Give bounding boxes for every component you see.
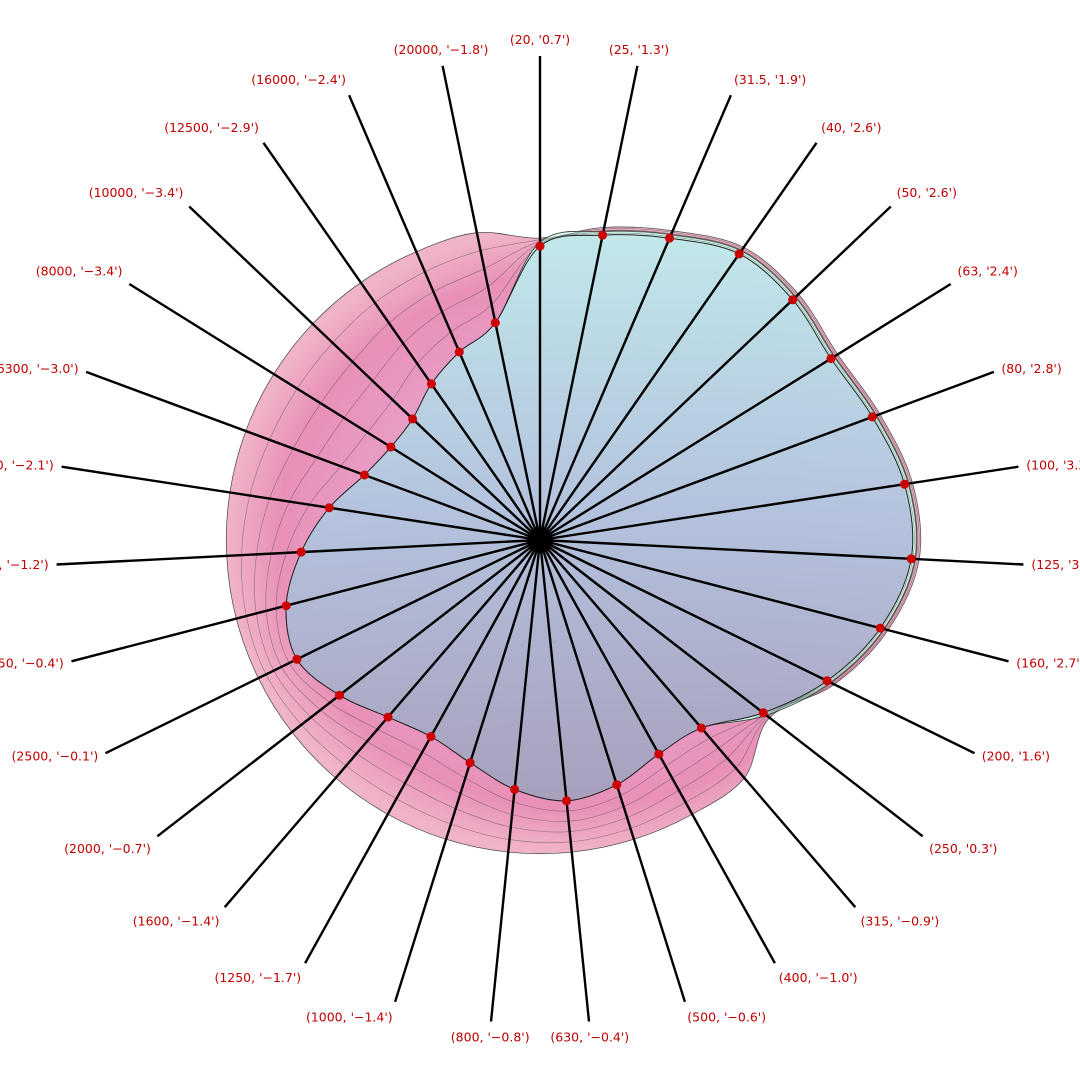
spoke-1000 — [393, 539, 542, 1003]
spoke-200 — [539, 538, 976, 755]
spoke-8000 — [128, 282, 541, 542]
data-point-63 — [826, 354, 836, 364]
data-point-1000 — [465, 758, 475, 768]
marker-layer — [281, 230, 916, 806]
point-label-12500: (12500, '−2.9') — [164, 120, 259, 135]
data-point-1250 — [426, 732, 436, 741]
point-label-3150: (3150, '−0.4') — [0, 655, 64, 670]
spoke-31.5 — [538, 94, 733, 541]
data-point-400 — [654, 749, 664, 759]
spoke-layer — [56, 56, 1024, 1022]
point-label-20000: (20000, '−1.8') — [394, 42, 489, 57]
surface-layer — [225, 226, 922, 855]
spoke-315 — [539, 539, 857, 908]
point-label-31.5: (31.5, '1.9') — [734, 72, 806, 87]
spoke-50 — [539, 205, 892, 541]
point-label-250: (250, '0.3') — [929, 841, 997, 856]
point-label-80: (80, '2.8') — [1001, 361, 1061, 376]
point-label-50: (50, '2.6') — [897, 185, 957, 200]
point-label-63: (63, '2.4') — [958, 264, 1018, 279]
data-point-5000 — [324, 503, 334, 513]
spoke-40 — [539, 142, 818, 541]
data-point-50 — [788, 295, 798, 305]
point-label-6300: (6300, '−3.0') — [0, 361, 79, 376]
data-point-125 — [906, 554, 916, 564]
spoke-2500 — [104, 538, 541, 755]
spoke-12500 — [262, 142, 541, 541]
spoke-63 — [539, 282, 952, 542]
point-label-1250: (1250, '−1.7') — [214, 970, 301, 985]
point-label-16000: (16000, '−2.4') — [251, 72, 346, 87]
spoke-3150 — [71, 538, 541, 663]
data-point-250 — [758, 708, 768, 718]
data-point-4000 — [296, 547, 306, 557]
point-label-315: (315, '−0.9') — [861, 913, 940, 928]
point-label-100: (100, '3.3') — [1026, 458, 1080, 473]
data-point-2000 — [335, 690, 344, 700]
data-point-3150 — [281, 601, 291, 611]
data-point-10000 — [408, 414, 418, 424]
data-point-800 — [510, 784, 520, 794]
data-point-630 — [562, 796, 571, 806]
spoke-630 — [538, 539, 591, 1022]
spoke-80 — [539, 370, 995, 542]
spoke-800 — [489, 539, 542, 1022]
point-label-125: (125, '3.4') — [1031, 557, 1080, 572]
spoke-2000 — [156, 539, 541, 838]
data-point-40 — [734, 249, 744, 259]
data-point-80 — [867, 412, 877, 422]
spoke-1250 — [304, 539, 542, 964]
data-point-20000 — [490, 318, 500, 328]
data-point-200 — [822, 676, 832, 686]
data-point-8000 — [386, 442, 396, 452]
center-hub — [527, 527, 553, 553]
point-label-200: (200, '1.6') — [982, 749, 1050, 764]
data-point-6300 — [359, 470, 369, 480]
point-label-20: (20, '0.7') — [510, 32, 570, 47]
spoke-25 — [538, 65, 639, 541]
data-point-25 — [598, 230, 608, 240]
point-label-25: (25, '1.3') — [609, 42, 669, 57]
point-label-1000: (1000, '−1.4') — [306, 1009, 393, 1024]
point-label-5000: (5000, '−2.1') — [0, 458, 54, 473]
data-point-500 — [612, 780, 622, 790]
point-label-2000: (2000, '−0.7') — [64, 841, 151, 856]
spoke-250 — [539, 539, 924, 838]
data-point-315 — [696, 723, 706, 733]
spoke-10000 — [188, 205, 541, 541]
point-label-500: (500, '−0.6') — [687, 1009, 766, 1024]
data-point-160 — [875, 623, 885, 633]
data-point-12500 — [426, 379, 436, 389]
point-label-10000: (10000, '−3.4') — [89, 185, 184, 200]
spoke-160 — [539, 538, 1009, 663]
spoke-125 — [539, 538, 1024, 566]
point-label-1600: (1600, '−1.4') — [133, 913, 220, 928]
point-label-800: (800, '−0.8') — [451, 1030, 530, 1045]
spoke-500 — [538, 539, 687, 1003]
spoke-6300 — [85, 370, 541, 542]
data-point-100 — [900, 479, 909, 489]
data-point-2500 — [292, 654, 302, 664]
label-layer: (20, '0.7') (25, '1.3') (31.5, '1.9') (40, … — [0, 32, 1080, 1045]
spoke-1600 — [223, 539, 541, 908]
data-point-31.5 — [665, 233, 674, 243]
spoke-16000 — [347, 94, 542, 541]
point-label-4000: (4000, '−1.2') — [0, 557, 49, 572]
data-point-16000 — [454, 347, 464, 357]
point-label-400: (400, '−1.0') — [779, 970, 858, 985]
spoke-5000 — [61, 465, 541, 542]
point-label-2500: (2500, '−0.1') — [12, 749, 99, 764]
data-point-20 — [535, 241, 545, 251]
spoke-100 — [539, 465, 1019, 542]
data-point-1600 — [383, 712, 393, 722]
point-label-630: (630, '−0.4') — [550, 1030, 629, 1045]
spoke-20000 — [441, 65, 542, 541]
point-label-40: (40, '2.6') — [821, 120, 881, 135]
point-label-8000: (8000, '−3.4') — [36, 264, 123, 279]
point-label-160: (160, '2.7') — [1016, 655, 1080, 670]
